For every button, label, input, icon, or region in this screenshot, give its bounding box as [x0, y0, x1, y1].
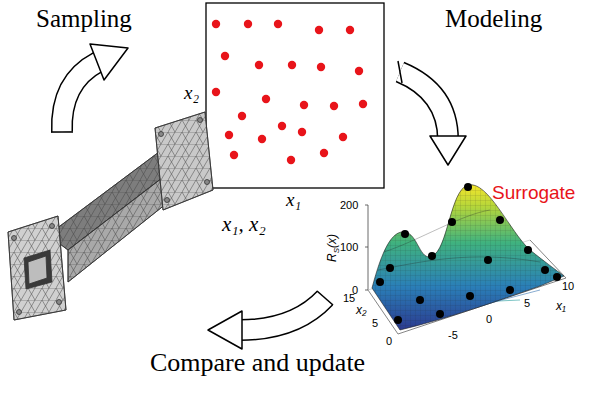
- axis-label: (x): [325, 234, 339, 248]
- step-label: Modeling: [445, 6, 542, 31]
- tick-label: 0: [386, 336, 392, 347]
- surrogate-label: Surrogate: [492, 183, 575, 202]
- parameter-label: x₁, x₂: [222, 214, 266, 235]
- step-label: Sampling: [36, 6, 132, 31]
- axis-label: x₂: [184, 83, 199, 102]
- tick-label: -5: [448, 330, 458, 341]
- tick-label: 5: [524, 298, 530, 309]
- tick-label: 10: [562, 281, 574, 292]
- axis-label: x₁: [286, 190, 301, 209]
- axis-subscript: S: [332, 248, 341, 253]
- tick-label: 100: [340, 242, 358, 253]
- tick-label: 200: [340, 200, 358, 211]
- waveguide-model: [8, 112, 213, 320]
- z-axis-title: RS(x): [326, 234, 341, 262]
- surrogate-surface: [365, 183, 566, 334]
- tick-label: 5: [372, 318, 378, 329]
- axis-label: x₁: [556, 300, 566, 312]
- sample-dots: [212, 20, 367, 164]
- sample-box: [206, 3, 384, 188]
- tick-label: 0: [486, 314, 492, 325]
- axis-label: x₂: [356, 304, 367, 316]
- tick-label: 15: [343, 293, 355, 304]
- step-label: Compare and update: [150, 350, 365, 376]
- axis-label: R: [325, 253, 339, 262]
